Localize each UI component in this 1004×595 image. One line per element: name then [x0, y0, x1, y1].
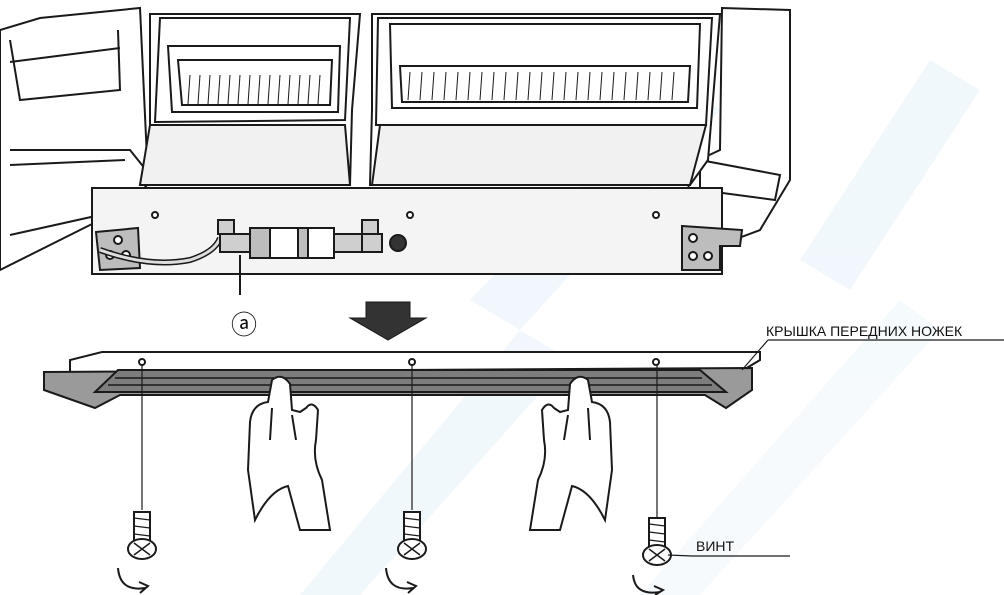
screw-label: ВИНТ: [696, 538, 735, 554]
rotate-arrow-icon: [632, 574, 666, 595]
callout-a-label: ⓐ: [231, 310, 257, 340]
cover-label: КРЫШКА ПЕРЕДНИХ НОЖЕК: [766, 323, 963, 339]
callout-a: ⓐ: [231, 310, 257, 340]
freezer-shelf-grille: [187, 74, 321, 105]
right-hinge-bracket: [681, 224, 744, 271]
rotate-arrow-icon: [117, 567, 150, 594]
screw-guide-lines: [141, 365, 658, 517]
screw-icon: [642, 517, 672, 566]
screw-icon: [397, 511, 427, 560]
water-tube-connector: [98, 219, 407, 295]
fridge-shelf-grille: [407, 71, 675, 101]
left-hand: [246, 375, 332, 531]
right-hand: [528, 375, 614, 531]
screw-icon: [127, 511, 157, 560]
front-leg-cover: [43, 351, 761, 410]
down-arrow-icon: [348, 301, 428, 341]
cover-label-leader: [741, 339, 1004, 371]
rotate-arrow-icon: [385, 567, 418, 594]
screw-label-leader: [667, 554, 790, 557]
